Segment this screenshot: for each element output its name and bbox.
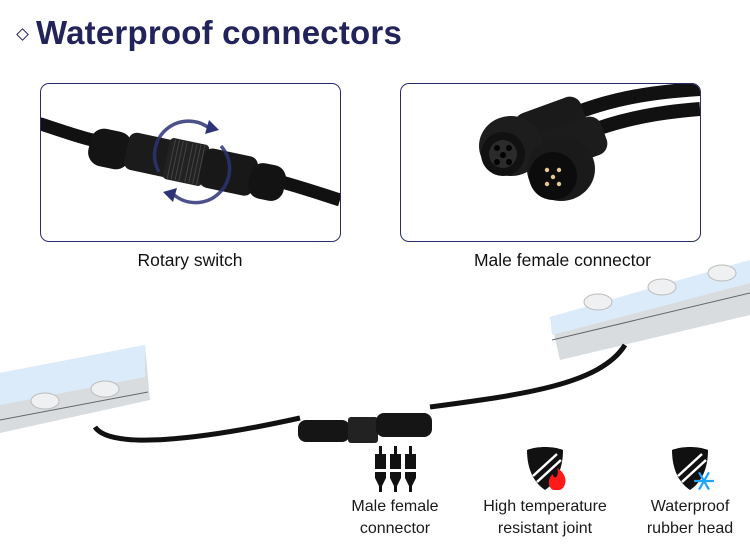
rotary-switch-caption: Rotary switch: [137, 250, 243, 270]
feature-male-female-connector: Male female connector: [335, 446, 455, 540]
feature-line2: connector: [359, 520, 431, 537]
male-female-connector-card: [400, 83, 701, 242]
rotary-connector-photo: [41, 117, 340, 207]
plug-pins-icon: [375, 446, 416, 492]
shield-snowflake-icon: [672, 447, 715, 490]
diamond-outline-icon: [16, 28, 29, 41]
page-title: Waterproof connectors: [36, 14, 403, 51]
inline-connector: [298, 413, 432, 443]
feature-waterproof-rubber-head: Waterproof rubber head: [630, 446, 750, 540]
header: Waterproof connectors: [16, 14, 403, 52]
light-bar-connection-illustration: [0, 260, 750, 443]
male-female-connector-caption: Male female connector: [473, 250, 652, 270]
feature-high-temperature: High temperature resistant joint: [470, 446, 620, 540]
male-female-connector-photo: [479, 84, 700, 201]
rotary-switch-card: [40, 83, 341, 242]
feature-line1: Waterproof: [650, 498, 730, 515]
feature-line1: High temperature: [483, 498, 607, 515]
feature-line1: Male female: [351, 498, 439, 515]
shield-fire-icon: [527, 447, 566, 490]
feature-line2: rubber head: [646, 520, 734, 537]
feature-line2: resistant joint: [497, 520, 593, 537]
